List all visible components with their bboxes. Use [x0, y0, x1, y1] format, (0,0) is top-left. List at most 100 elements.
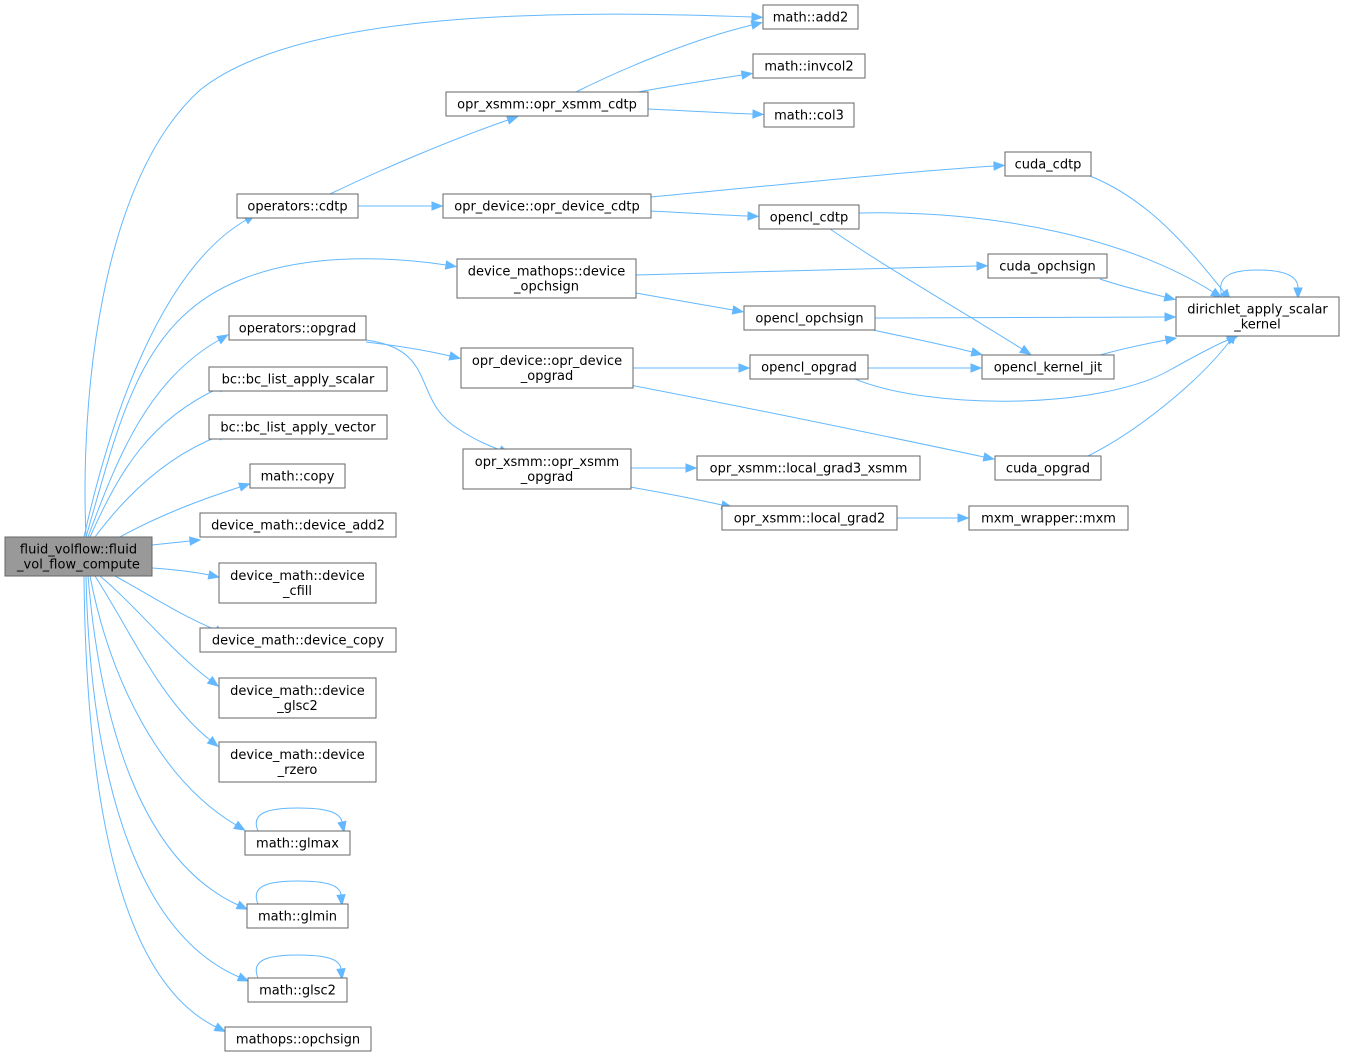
node-lg3-xsmm[interactable]: opr_xsmm::local_grad3_xsmm	[696, 455, 921, 481]
node-mxm[interactable]: mxm_wrapper::mxm	[968, 505, 1129, 531]
node-dm-copy[interactable]: device_math::device_copy	[199, 627, 397, 653]
node-opchsign[interactable]: mathops::opchsign	[224, 1026, 372, 1052]
edge-dev_opgrad-to-cuda_opgrad	[629, 384, 996, 462]
node-bc-vector[interactable]: bc::bc_list_apply_vector	[208, 414, 388, 440]
edge-xsmm_opgrad-to-lg3_xsmm	[631, 463, 698, 473]
node-label: operators::cdtp	[247, 200, 347, 215]
edge-line	[635, 292, 734, 311]
edge-ocl_opchsign-to-ocl_jit	[872, 329, 983, 357]
node-dm-glsc2[interactable]: device_math::device_glsc2	[218, 677, 377, 719]
edge-ocl_cdtp-to-ocl_jit	[829, 228, 1032, 356]
edge-glmax-to-glmax	[255, 807, 347, 834]
node-label: _rzero	[277, 763, 318, 778]
node-ocl-opchsign[interactable]: opencl_opchsign	[743, 305, 876, 331]
node-ocl-jit[interactable]: opencl_kernel_jit	[981, 354, 1115, 380]
arrowhead	[1164, 312, 1177, 322]
edge-dev_cdtp-to-cuda_cdtp	[650, 161, 1006, 198]
node-label: math::invcol2	[764, 60, 853, 75]
node-op-cdtp[interactable]: operators::cdtp	[236, 193, 359, 219]
arrowhead	[982, 452, 996, 462]
node-box	[994, 455, 1102, 481]
node-box	[749, 354, 869, 380]
node-glmax[interactable]: math::glmax	[244, 830, 351, 856]
edge-root-to-dm_glsc2	[99, 575, 220, 687]
node-box	[696, 455, 921, 481]
node-glsc2[interactable]: math::glsc2	[247, 977, 348, 1003]
node-dmo-opchsign[interactable]: device_mathops::device_opchsign	[456, 258, 637, 299]
edge-line	[89, 387, 220, 538]
node-dev-opgrad[interactable]: opr_device::opr_device_opgrad	[460, 347, 634, 389]
node-label: fluid_volflow::fluid	[20, 543, 137, 558]
edge-line	[151, 567, 210, 576]
node-ocl-cdtp[interactable]: opencl_cdtp	[758, 204, 860, 230]
arrowhead	[957, 513, 970, 523]
node-label: bc::bc_list_apply_scalar	[222, 373, 375, 388]
node-label: _opgrad	[520, 369, 574, 384]
node-math-copy[interactable]: math::copy	[249, 463, 346, 489]
arrowhead	[738, 363, 751, 373]
node-box	[456, 258, 637, 299]
node-ocl-opgrad[interactable]: opencl_opgrad	[749, 354, 869, 380]
node-box	[208, 414, 388, 440]
arrowhead	[751, 12, 764, 22]
node-dm-add2[interactable]: device_math::device_add2	[199, 512, 397, 538]
edge-glsc2-to-glsc2	[255, 954, 346, 981]
edge-root-to-dmo_opchsign	[85, 258, 458, 538]
node-box	[762, 4, 859, 30]
node-box	[236, 193, 359, 219]
node-box	[199, 627, 397, 653]
node-lg2[interactable]: opr_xsmm::local_grad2	[721, 505, 898, 531]
edge-glmin-to-glmin	[255, 880, 346, 907]
node-label: _cfill	[282, 584, 312, 599]
arrowhead	[505, 115, 519, 125]
node-box	[247, 977, 348, 1003]
edge-line	[629, 486, 723, 506]
arrowhead	[685, 463, 698, 473]
edge-xsmm_cdtp-to-add2	[575, 20, 764, 93]
node-label: opencl_cdtp	[770, 211, 848, 226]
edge-line	[255, 807, 343, 832]
node-col3[interactable]: math::col3	[763, 102, 855, 128]
edge-line	[575, 24, 753, 93]
node-label: opr_device::opr_device	[472, 354, 622, 369]
node-xsmm-cdtp[interactable]: opr_xsmm::opr_xsmm_cdtp	[445, 91, 649, 117]
arrowhead	[216, 334, 229, 345]
node-op-opgrad[interactable]: operators::opgrad	[228, 315, 367, 341]
edge-line	[85, 575, 240, 978]
node-xsmm-opgrad[interactable]: opr_xsmm::opr_xsmm_opgrad	[462, 448, 632, 490]
arrowhead	[444, 260, 458, 270]
edge-dev_cdtp-to-ocl_cdtp	[650, 210, 760, 221]
node-invcol2[interactable]: math::invcol2	[752, 53, 866, 79]
arrowhead	[448, 351, 462, 361]
node-root[interactable]: fluid_volflow::fluid_vol_flow_compute	[4, 536, 153, 577]
edge-line	[1099, 278, 1166, 298]
node-label: device_math::device_add2	[211, 519, 385, 534]
node-box	[758, 204, 860, 230]
node-label: _glsc2	[276, 699, 318, 714]
node-dm-rzero[interactable]: device_math::device_rzero	[218, 741, 377, 783]
node-dirichlet[interactable]: dirichlet_apply_scalar_kernel	[1175, 296, 1340, 337]
node-box	[445, 91, 649, 117]
arrowhead	[236, 972, 250, 982]
edge-line	[635, 265, 978, 276]
node-dm-cfill[interactable]: device_math::device_cfill	[218, 562, 377, 604]
node-cuda-opchsign[interactable]: cuda_opchsign	[987, 253, 1108, 279]
node-bc-scalar[interactable]: bc::bc_list_apply_scalar	[208, 366, 388, 392]
edge-line	[94, 575, 211, 741]
edge-line	[329, 119, 509, 195]
node-label: opr_device::opr_device_cdtp	[454, 200, 640, 215]
arrowhead	[233, 820, 246, 831]
node-glmin[interactable]: math::glmin	[246, 903, 349, 929]
node-box	[462, 448, 632, 490]
edge-xsmm_cdtp-to-col3	[647, 108, 765, 119]
node-label: opr_xsmm::local_grad3_xsmm	[710, 462, 908, 477]
node-dev-cdtp[interactable]: opr_device::opr_device_cdtp	[442, 193, 652, 219]
node-cuda-opgrad[interactable]: cuda_opgrad	[994, 455, 1102, 481]
edge-dev_opgrad-to-ocl_opgrad	[633, 363, 751, 373]
arrowhead	[750, 20, 764, 30]
node-cuda-cdtp[interactable]: cuda_cdtp	[1004, 151, 1092, 177]
edge-line	[629, 384, 985, 458]
edge-cuda_opgrad-to-dirichlet	[1087, 332, 1237, 457]
node-add2[interactable]: math::add2	[762, 4, 859, 30]
edge-root-to-math_copy	[119, 482, 251, 538]
